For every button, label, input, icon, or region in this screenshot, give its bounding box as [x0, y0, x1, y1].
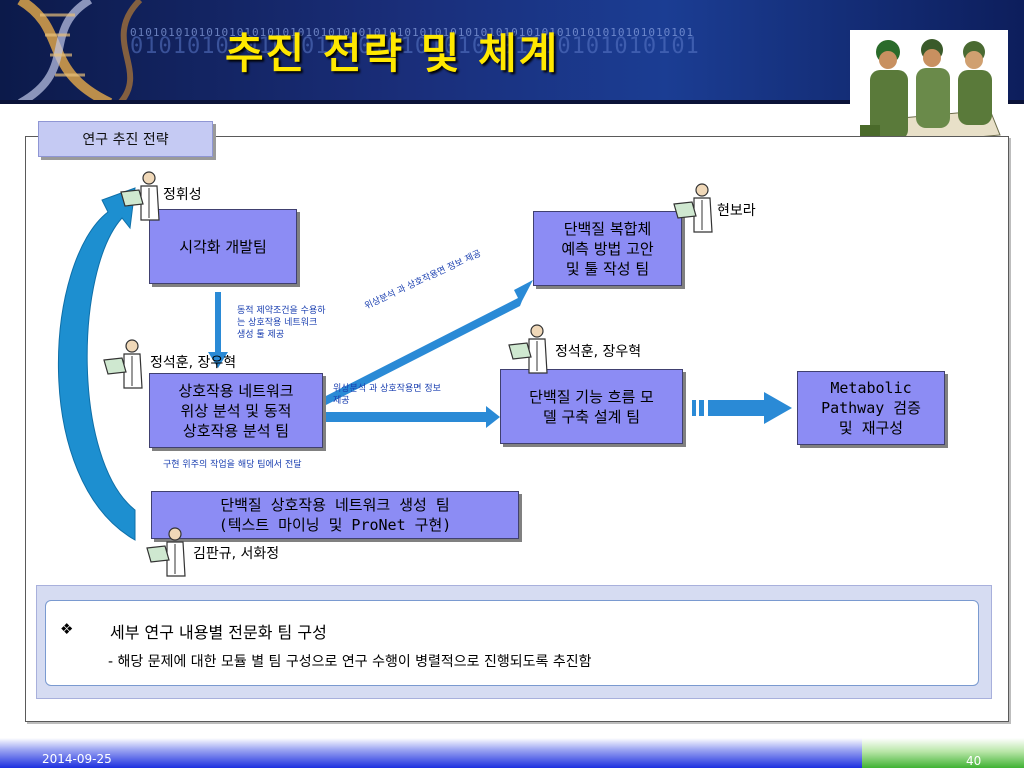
- member-label-generation-team: 김판규, 서화정: [193, 546, 280, 562]
- note-dynamic-line-3: 생성 툴 제공: [237, 330, 285, 340]
- scientist-icon-5: [146, 527, 186, 577]
- note-dynamic-line-2: 는 상호작용 네트워크: [237, 318, 318, 328]
- arrow-topology-to-function: [324, 406, 500, 428]
- function-team-line-2: 델 구축 설계 팀: [542, 407, 641, 426]
- slide-title: 추진 전략 및 체계: [225, 29, 560, 78]
- summary-title: 세부 연구 내용별 전문화 팀 구성: [110, 623, 327, 642]
- complex-team-line-3: 및 툴 작성 팀: [565, 259, 650, 278]
- visualization-team-box: 시각화 개발팀: [149, 209, 297, 284]
- member-label-jung-hwi: 정휘성: [163, 187, 202, 203]
- arrow-vis-to-topology: [208, 292, 228, 368]
- note-horizontal-line-1: 위상분석 과 상호작용면 정보: [333, 384, 441, 394]
- summary-detail: - 해당 문제에 대한 모듈 별 팀 구성으로 연구 수행이 병렬적으로 진행되…: [108, 654, 592, 670]
- metabolic-line-2: Pathway 검증: [821, 399, 921, 417]
- scientist-icon-3: [103, 339, 143, 389]
- generation-team-box: 단백질 상호작용 네트워크 생성 팀 (텍스트 마이닝 및 ProNet 구현): [151, 491, 519, 539]
- function-team-box: 단백질 기능 흐름 모 델 구축 설계 팀: [500, 369, 683, 444]
- section-tab: 연구 추진 전략: [38, 121, 213, 157]
- function-team-line-1: 단백질 기능 흐름 모: [529, 387, 654, 406]
- footer-bar: [0, 738, 862, 768]
- topology-team-line-3: 상호작용 분석 팀: [182, 421, 290, 440]
- arrow-function-to-metabolic: [708, 392, 792, 424]
- summary-inner-panel: [45, 600, 979, 686]
- note-implementation: 구현 위주의 작업을 해당 팀에서 전달: [163, 460, 302, 470]
- complex-team-line-1: 단백질 복합체: [563, 219, 652, 238]
- scientist-icon-2: [673, 183, 713, 233]
- footer-date: 2014-09-25: [42, 752, 112, 766]
- topology-team-box: 상호작용 네트워크 위상 분석 및 동적 상호작용 분석 팀: [149, 373, 323, 448]
- metabolic-line-3: 및 재구성: [838, 419, 904, 437]
- metabolic-box: Metabolic Pathway 검증 및 재구성: [797, 371, 945, 445]
- bullet-diamond-icon: ❖: [60, 620, 74, 638]
- footer-green-bar: [862, 738, 1024, 768]
- generation-team-line-2: (텍스트 마이닝 및 ProNet 구현): [218, 516, 452, 534]
- header-divider: [0, 100, 1024, 104]
- member-label-function-team: 정석훈, 장우혁: [555, 344, 642, 360]
- arrow-topology-to-complex: [322, 280, 533, 406]
- note-dynamic-line-1: 동적 제약조건을 수용하: [237, 306, 326, 316]
- arrow-stripe-1: [692, 400, 696, 416]
- member-label-hyun-bora: 현보라: [717, 203, 756, 219]
- generation-team-line-1: 단백질 상호작용 네트워크 생성 팀: [220, 496, 450, 514]
- binary-pattern: 0101010101010101010101010101010101010101: [130, 34, 700, 59]
- member-label-topology-team: 정석훈, 장우혁: [150, 355, 237, 371]
- arrow-stripe-2: [699, 400, 704, 416]
- complex-team-line-2: 예측 방법 고안: [561, 239, 654, 258]
- topology-team-line-2: 위상 분석 및 동적: [180, 401, 292, 420]
- dna-helix-icon: [17, 0, 143, 103]
- page-number: 40: [966, 754, 982, 768]
- feedback-curve-arrow: [57, 187, 136, 541]
- topology-team-line-1: 상호작용 네트워크: [178, 381, 294, 400]
- binary-pattern-small: 0101010101010101010101010101010101010101…: [130, 26, 695, 39]
- metabolic-line-1: Metabolic: [830, 379, 912, 397]
- visualization-team-label: 시각화 개발팀: [179, 237, 267, 256]
- note-horizontal-info: 위상분석 과 상호작용면 정보 제공: [333, 383, 441, 407]
- note-horizontal-line-2: 제공: [333, 396, 350, 406]
- complex-team-box: 단백질 복합체 예측 방법 고안 및 툴 작성 팀: [533, 211, 682, 286]
- scientist-icon-1: [120, 171, 160, 221]
- note-dynamic-constraints: 동적 제약조건을 수용하 는 상호작용 네트워크 생성 툴 제공: [237, 305, 326, 341]
- scientist-icon-4: [508, 324, 548, 374]
